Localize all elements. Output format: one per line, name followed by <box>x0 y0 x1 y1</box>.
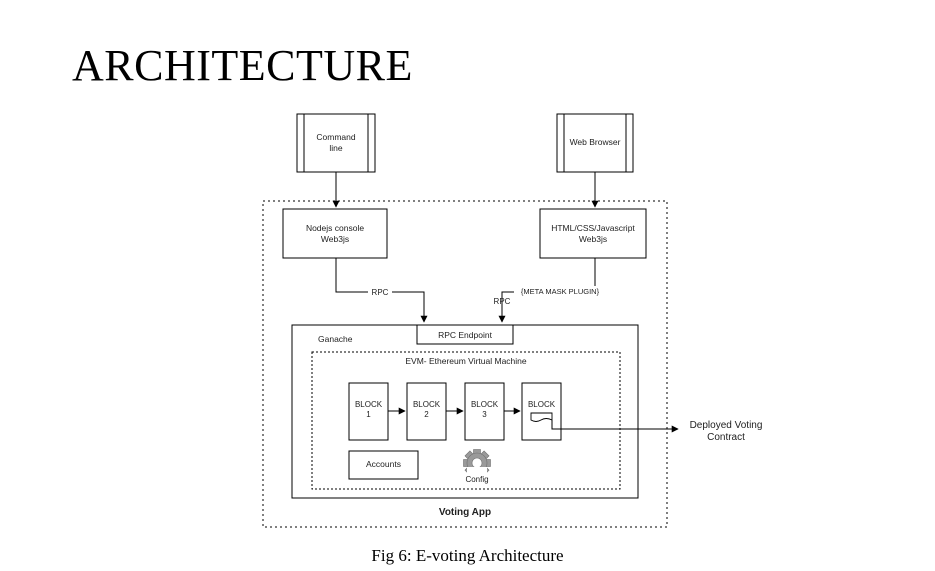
rpc-endpoint-label: RPC Endpoint <box>438 330 493 340</box>
block-2-number: 2 <box>424 410 429 419</box>
command-line-node: Command line <box>296 113 376 173</box>
metamask-label: {META MASK PLUGIN} <box>521 287 600 296</box>
html-css-js-node: HTML/CSS/Javascript Web3js <box>539 208 647 259</box>
html-css-label-1: HTML/CSS/Javascript <box>551 223 635 233</box>
page-title: ARCHITECTURE <box>72 41 413 90</box>
deployed-label-2: Contract <box>707 432 745 443</box>
command-line-label-1: Command <box>316 132 355 142</box>
voting-app-label: Voting App <box>439 507 491 518</box>
config-label: Config <box>465 475 488 484</box>
nodejs-console-node: Nodejs console Web3js <box>282 208 388 259</box>
block-3-number: 3 <box>482 410 487 419</box>
rpc-left-label: RPC <box>372 288 389 297</box>
accounts-node: Accounts <box>348 450 419 480</box>
command-line-label-2: line <box>329 143 343 153</box>
evm-label: EVM- Ethereum Virtual Machine <box>405 356 527 366</box>
block-3-label: BLOCK <box>471 400 499 409</box>
figure-caption: Fig 6: E-voting Architecture <box>371 546 564 565</box>
evm-container <box>311 351 621 490</box>
ganache-label: Ganache <box>318 334 353 344</box>
nodejs-label-1: Nodejs console <box>306 223 364 233</box>
nodejs-label-2: Web3js <box>321 234 349 244</box>
block-4: BLOCK <box>521 382 562 441</box>
rpc-endpoint-node: RPC Endpoint <box>416 324 514 345</box>
block-3: BLOCK 3 <box>464 382 505 441</box>
accounts-label: Accounts <box>366 459 401 469</box>
deployed-label-1: Deployed Voting <box>690 420 763 431</box>
block-4-label: BLOCK <box>528 400 556 409</box>
contract-scroll-icon <box>530 412 553 422</box>
web-browser-node: Web Browser <box>556 113 634 173</box>
block-1-number: 1 <box>366 410 371 419</box>
system-boundary <box>262 200 668 528</box>
rpc-right-label: RPC <box>494 297 511 306</box>
web-browser-label: Web Browser <box>570 137 621 147</box>
gear-icon <box>463 449 491 477</box>
block-1: BLOCK 1 <box>348 382 389 441</box>
arrow-to-deployed-contract <box>551 420 679 433</box>
block-2: BLOCK 2 <box>406 382 447 441</box>
block-1-label: BLOCK <box>355 400 383 409</box>
html-css-label-2: Web3js <box>579 234 607 244</box>
block-2-label: BLOCK <box>413 400 441 409</box>
